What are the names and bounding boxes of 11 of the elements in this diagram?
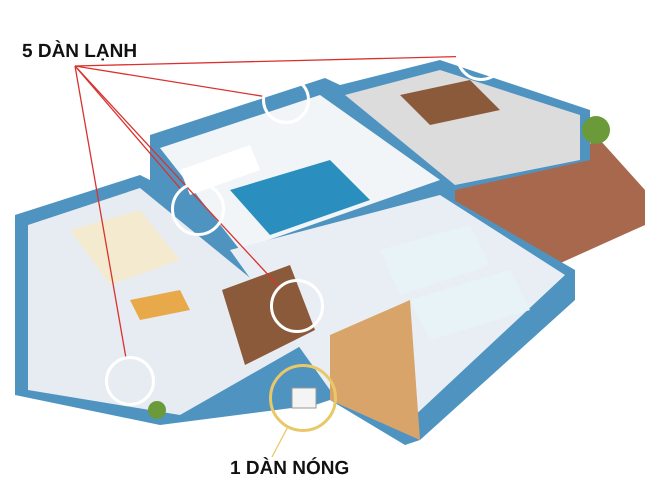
highlight-circle: [105, 356, 155, 406]
highlight-circle: [171, 182, 225, 236]
leader-line: [74, 56, 456, 67]
callout-label: 5 DÀN LẠNH: [22, 40, 138, 64]
leader-line: [74, 65, 262, 97]
leader-line: [271, 428, 288, 458]
highlight-circle: [270, 279, 324, 333]
highlight-circle: [269, 364, 337, 432]
callout-label: 1 DÀN NÓNG: [230, 457, 350, 481]
leader-line: [74, 66, 126, 356]
leader-line: [74, 66, 280, 287]
